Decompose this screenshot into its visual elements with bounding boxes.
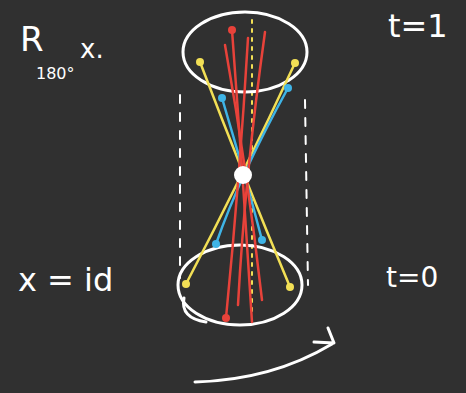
dashed-guide [305, 100, 308, 285]
arrow-head [314, 328, 334, 343]
strand-end [182, 280, 190, 288]
subscript: 180° [36, 66, 75, 82]
strand-end [212, 240, 220, 248]
strand-end [286, 283, 294, 291]
time-label: t=0 [386, 264, 438, 292]
strand [232, 30, 252, 322]
crossing-point [234, 166, 252, 184]
strand-end [284, 84, 292, 92]
equation: x = id [18, 264, 113, 296]
strand-end [291, 59, 299, 67]
strand-end [218, 94, 226, 102]
rotation-hook [183, 298, 206, 322]
strand-end [258, 236, 266, 244]
strand-end [228, 26, 236, 34]
time-label: t=1 [388, 10, 448, 42]
strand-end [196, 58, 204, 66]
operator-symbol: R [20, 22, 44, 56]
strand [225, 45, 262, 300]
dashed-guide [179, 95, 181, 278]
operator-argument: x. [80, 36, 104, 62]
rotation-arrow [195, 344, 332, 382]
strand-end [222, 314, 230, 322]
